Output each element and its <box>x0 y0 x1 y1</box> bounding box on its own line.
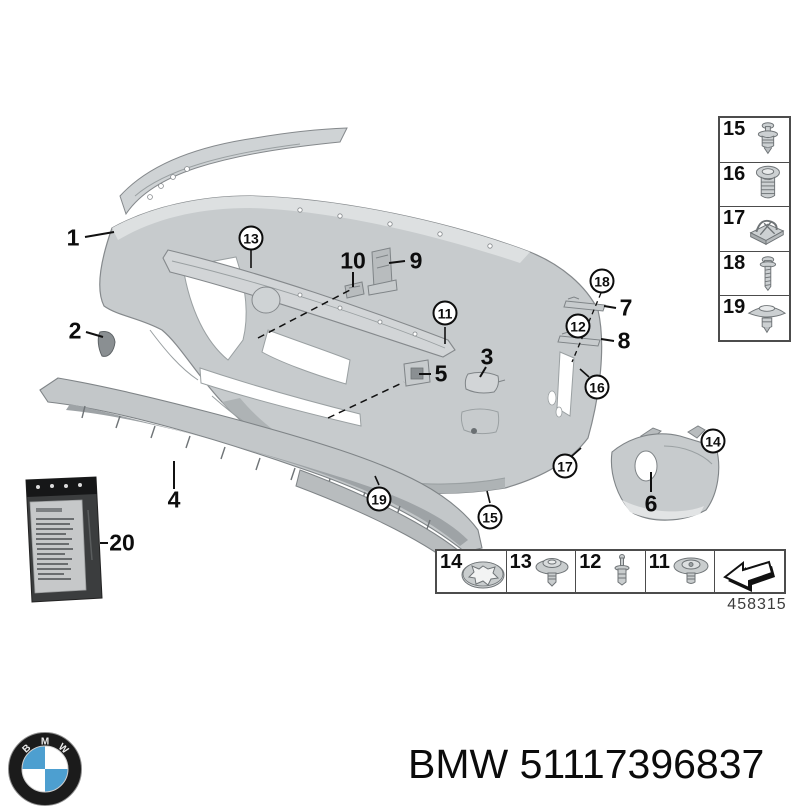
legend-label: 13 <box>509 551 532 573</box>
circled-callout-leader-lines <box>250 250 590 504</box>
callout-19[interactable]: 19 <box>366 486 392 512</box>
legend-cell-14[interactable]: 14 <box>437 551 507 592</box>
callout-9[interactable]: 9 <box>409 247 423 274</box>
legend-cell-18[interactable]: 18 <box>720 252 789 297</box>
legend-label: 11 <box>648 551 670 573</box>
direction-arrow-icon <box>723 560 775 592</box>
washer-screw-icon <box>535 557 569 587</box>
part-number-title: BMW 51117396837 <box>408 741 765 787</box>
legend-label: 15 <box>723 118 746 140</box>
legend-label: 19 <box>723 296 746 319</box>
diagram-code: 458315 <box>727 596 787 613</box>
callout-10[interactable]: 10 <box>340 247 366 274</box>
callout-12[interactable]: 12 <box>565 313 591 339</box>
legend-label: 18 <box>723 251 746 274</box>
lock-washer-icon <box>461 561 505 588</box>
legend-cell-11[interactable]: 11 <box>646 551 716 592</box>
part-cover-3 <box>464 371 506 394</box>
part-kit-bag <box>25 476 103 603</box>
legend-cell-16[interactable]: 16 <box>720 163 789 208</box>
callout-leader-lines <box>84 231 652 544</box>
expanding-rivet-icon <box>757 122 778 155</box>
callout-1[interactable]: 1 <box>66 224 80 251</box>
legend-cell-13[interactable]: 13 <box>507 551 577 592</box>
legend-label: 14 <box>440 551 463 573</box>
flat-head-rivet-icon <box>747 305 787 334</box>
callout-15[interactable]: 15 <box>477 504 503 530</box>
blind-rivet-icon <box>614 553 630 586</box>
callout-13[interactable]: 13 <box>238 225 264 251</box>
legend-cell-12[interactable]: 12 <box>576 551 646 592</box>
cage-nut-icon <box>749 219 785 246</box>
callout-16[interactable]: 16 <box>584 374 610 400</box>
fastener-legend-bottom: 14 13 12 <box>435 549 786 594</box>
callout-17[interactable]: 17 <box>552 453 578 479</box>
pan-head-screw-icon <box>755 166 780 199</box>
legend-label: 17 <box>723 207 746 230</box>
callout-8[interactable]: 8 <box>617 327 631 354</box>
bmw-logo-icon: B M W <box>8 732 82 806</box>
flange-screw-icon <box>673 557 709 584</box>
callout-20[interactable]: 20 <box>109 529 135 556</box>
legend-label: 12 <box>579 551 602 573</box>
callout-2[interactable]: 2 <box>68 317 82 344</box>
legend-label: 16 <box>723 162 746 185</box>
part-top-blade <box>119 127 348 216</box>
callout-3[interactable]: 3 <box>480 343 494 370</box>
roundel-letter-m: M <box>41 737 49 748</box>
callout-5[interactable]: 5 <box>434 360 448 387</box>
callout-14[interactable]: 14 <box>700 428 726 454</box>
part-bracket-9 <box>367 247 398 296</box>
flange-screw-long-icon <box>759 255 777 291</box>
legend-cell-19[interactable]: 19 <box>720 296 789 340</box>
callout-6[interactable]: 6 <box>644 490 658 517</box>
callout-4[interactable]: 4 <box>167 486 181 513</box>
legend-cell-17[interactable]: 17 <box>720 207 789 252</box>
part-cap-2 <box>97 331 116 357</box>
legend-cell-15[interactable]: 15 <box>720 118 789 163</box>
part-strip-7 <box>563 296 606 312</box>
part-plate-5 <box>403 359 431 387</box>
part-support-strip <box>162 249 456 358</box>
legend-cell-arrow[interactable] <box>715 551 784 592</box>
callout-11[interactable]: 11 <box>432 300 458 326</box>
callout-18[interactable]: 18 <box>589 268 615 294</box>
callout-7[interactable]: 7 <box>619 294 633 321</box>
part-bracket-10 <box>344 281 365 299</box>
fastener-legend-right: 15 16 17 <box>718 116 791 342</box>
part-bumper-cover <box>99 195 603 494</box>
